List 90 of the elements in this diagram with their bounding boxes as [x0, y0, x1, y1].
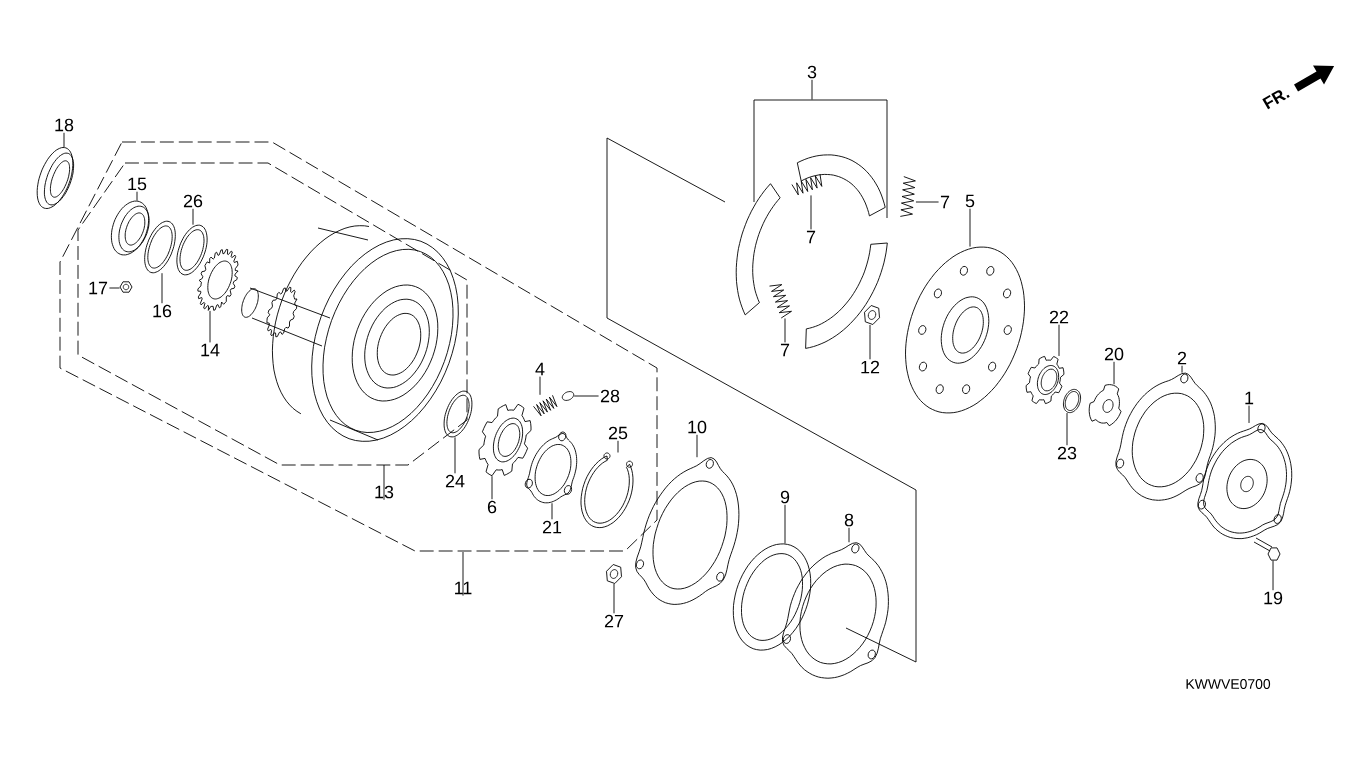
leader-line — [63, 132, 65, 148]
roller-drawing — [561, 391, 575, 401]
callout-number: 16 — [153, 304, 172, 318]
leader-line — [108, 287, 120, 289]
callout-number: 10 — [688, 420, 707, 434]
seal-ring-drawing — [732, 543, 812, 651]
callout-number: 11 — [455, 581, 472, 595]
gear-drawing — [197, 248, 239, 311]
ring-drawing — [176, 224, 208, 276]
callout-number: 14 — [201, 343, 220, 357]
gasket-drawing — [782, 542, 889, 679]
plate-drawing — [905, 246, 1025, 414]
direction-label: FR. — [1262, 90, 1290, 110]
leader-line — [1248, 405, 1250, 424]
callout-number: 8 — [844, 513, 854, 527]
callout-number: 13 — [375, 485, 394, 499]
leader-line — [539, 376, 541, 396]
callout-number: 12 — [861, 360, 880, 374]
leader-line — [810, 194, 812, 230]
gasket-drawing — [635, 457, 740, 605]
callout-number: 7 — [780, 343, 790, 357]
plate-drawing — [524, 431, 578, 504]
circlip-drawing — [580, 452, 634, 529]
leader-line — [551, 502, 553, 520]
callout-number: 27 — [604, 614, 624, 628]
callout-number: 7 — [806, 230, 816, 244]
gasket-drawing — [1115, 372, 1216, 501]
group-bracket — [753, 99, 888, 219]
bolt-drawing — [1253, 537, 1281, 561]
leader-line — [869, 324, 871, 360]
callout-number: 26 — [183, 194, 203, 208]
callout-number: 28 — [600, 389, 620, 403]
leader-line — [491, 475, 493, 500]
leader-line — [383, 464, 385, 501]
leader-line — [573, 395, 600, 397]
leader-line — [969, 208, 971, 248]
nut-drawing — [119, 281, 133, 293]
lock-plate-drawing — [1088, 384, 1122, 427]
leader-line — [617, 440, 619, 453]
cover-drawing — [1197, 422, 1293, 540]
spring-drawing — [899, 176, 916, 217]
leader-line — [454, 436, 456, 474]
leader-line — [848, 527, 850, 543]
spring-drawing — [533, 394, 558, 417]
callout-number: 3 — [807, 65, 817, 79]
callout-number: 21 — [542, 520, 562, 534]
callout-number: 22 — [1049, 310, 1069, 324]
nut-drawing — [606, 564, 622, 584]
drive-plate-drawing — [1025, 355, 1065, 405]
callout-number: 5 — [965, 194, 975, 208]
washer-drawing — [1062, 388, 1082, 414]
ring-drawing — [144, 220, 176, 274]
leader-line — [784, 318, 786, 343]
leader-line — [1058, 324, 1060, 357]
leader-line — [1272, 560, 1274, 591]
callout-number: 24 — [445, 474, 465, 488]
callout-number: 2 — [1177, 351, 1187, 365]
one-way-clutch-drawing — [478, 403, 532, 477]
leader-line — [161, 272, 163, 304]
callout-number: 20 — [1104, 347, 1124, 361]
callout-number: 4 — [535, 362, 545, 376]
leader-line — [209, 310, 211, 343]
figure-code: KWWVE0700 — [1186, 679, 1271, 689]
leader-line — [696, 434, 698, 458]
nut-drawing — [864, 305, 880, 325]
callout-number: 1 — [1245, 391, 1254, 405]
leader-line — [462, 551, 464, 597]
leader-line — [1181, 365, 1183, 374]
callout-number: 23 — [1057, 446, 1077, 460]
leader-line — [915, 201, 940, 203]
leader-line — [136, 191, 138, 202]
oil-seal-drawing — [36, 147, 75, 209]
leader-line — [613, 583, 615, 614]
callout-number: 17 — [89, 281, 108, 295]
leader-line — [1066, 412, 1068, 446]
callout-number: 15 — [128, 177, 147, 191]
leader-line — [784, 504, 786, 544]
callout-number: 9 — [780, 490, 790, 504]
callout-number: 7 — [940, 195, 950, 209]
callout-number: 25 — [608, 426, 628, 440]
collar-drawing — [110, 200, 150, 256]
callout-number: 18 — [55, 118, 74, 132]
leader-line — [1113, 361, 1115, 385]
callout-number: 6 — [487, 500, 497, 514]
leader-line — [192, 208, 194, 226]
spring-drawing — [791, 173, 823, 196]
spring-drawing — [769, 284, 792, 319]
ring-drawing — [443, 390, 473, 438]
callout-number: 19 — [1264, 591, 1283, 605]
leader-line — [811, 79, 813, 100]
